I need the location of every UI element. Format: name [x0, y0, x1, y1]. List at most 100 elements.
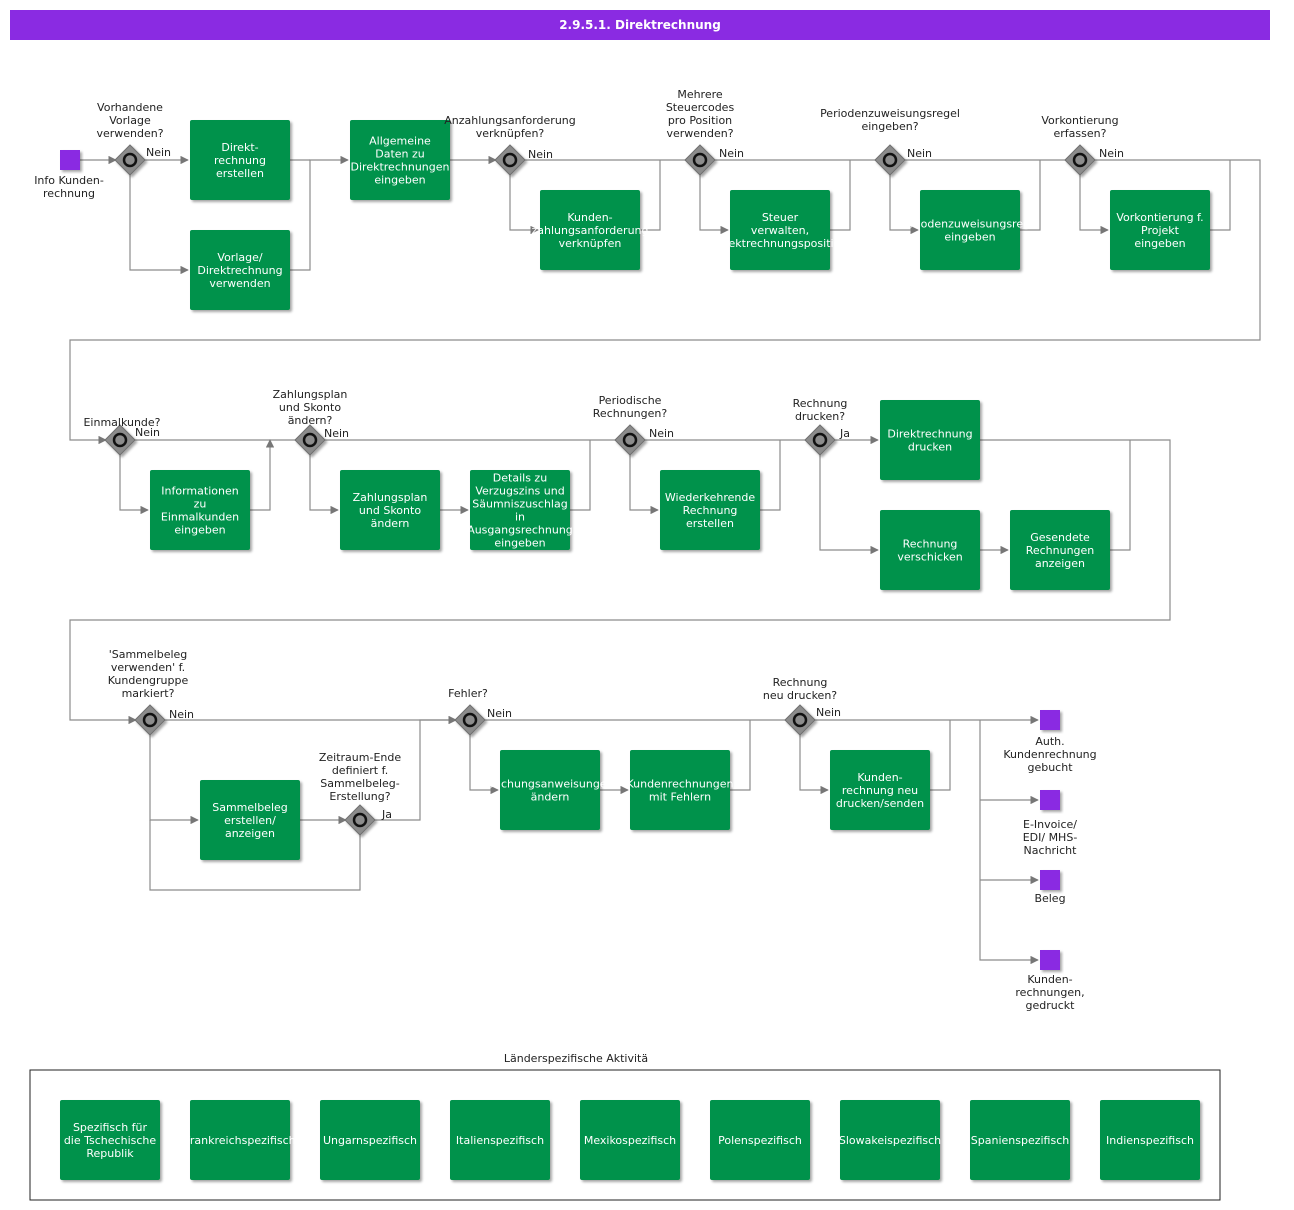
gateway-diamond-g2[interactable] [494, 144, 526, 176]
connector-line [149, 734, 199, 825]
gateway-diamond-g4[interactable] [874, 144, 906, 176]
event-end1[interactable] [1040, 710, 1060, 730]
gateway-answer-g3: Nein [719, 147, 744, 160]
event-end3[interactable] [1040, 870, 1060, 890]
task-box-t18[interactable] [830, 750, 930, 830]
connector-line [889, 174, 919, 235]
connector-line [799, 734, 829, 795]
gateway-diamond-g8[interactable] [614, 424, 646, 456]
gateway-answer-g11: Ja [381, 808, 392, 821]
gateway-diamond-g7[interactable] [294, 424, 326, 456]
gateway-diamond-g6[interactable] [104, 424, 136, 456]
task-box-t14[interactable] [1010, 510, 1110, 590]
event-end2[interactable] [1040, 790, 1060, 810]
gateway-answer-g9: Ja [839, 427, 850, 440]
gateway-diamond-g9[interactable] [804, 424, 836, 456]
connector-line [149, 820, 361, 891]
connector-line [1210, 160, 1231, 231]
country-task-8[interactable] [1100, 1100, 1200, 1180]
gateway-question-g6: Einmalkunde? [83, 416, 160, 429]
task-box-t1[interactable] [190, 120, 290, 200]
gateway-diamond-g3[interactable] [684, 144, 716, 176]
event-label-end2: E-Invoice/EDI/ MHS-Nachricht [1023, 818, 1078, 857]
connector-line [570, 440, 591, 511]
country-task-label-4: Mexikospezifisch [584, 1134, 676, 1147]
country-task-5[interactable] [710, 1100, 810, 1180]
gateway-diamond-g11[interactable] [344, 804, 376, 836]
country-task-label-2: Ungarnspezifisch [323, 1134, 417, 1147]
country-task-6[interactable] [840, 1100, 940, 1180]
connector-line [1079, 174, 1109, 235]
country-box-title: Länderspezifische Aktivitä [504, 1052, 648, 1065]
gateway-question-g12: Fehler? [448, 687, 488, 700]
gateway-circle-icon [882, 152, 898, 168]
gateway-circle-icon [122, 152, 138, 168]
diagram-title: 2.9.5.1. Direktrechnung [10, 10, 1270, 40]
gateway-answer-g10: Nein [169, 708, 194, 721]
task-box-t3[interactable] [350, 120, 450, 200]
task-box-t16[interactable] [500, 750, 600, 830]
country-task-label-7: Spanienspezifisch [971, 1134, 1069, 1147]
task-box-t2[interactable] [190, 230, 290, 310]
task-box-t15[interactable] [200, 780, 300, 860]
gateway-answer-g13: Nein [816, 706, 841, 719]
gateway-answer-g6: Nein [135, 426, 160, 439]
task-box-t5[interactable] [730, 190, 830, 270]
country-task-label-6: Slowakeispezifisch [839, 1134, 941, 1147]
gateway-diamond-g10[interactable] [134, 704, 166, 736]
event-end4[interactable] [1040, 950, 1060, 970]
gateway-diamond-g12[interactable] [454, 704, 486, 736]
country-task-2[interactable] [320, 1100, 420, 1180]
event-start[interactable] [60, 150, 80, 170]
gateway-answer-g2: Nein [528, 148, 553, 161]
country-task-7[interactable] [970, 1100, 1070, 1180]
connector-line [250, 439, 275, 511]
country-task-label-3: Italienspezifisch [456, 1134, 544, 1147]
task-box-t12[interactable] [880, 400, 980, 480]
connector-line [309, 454, 339, 515]
task-box-t9[interactable] [340, 470, 440, 550]
task-box-t17[interactable] [630, 750, 730, 830]
gateway-circle-icon [502, 152, 518, 168]
country-task-label-5: Polenspezifisch [718, 1134, 802, 1147]
task-box-t10[interactable] [470, 470, 570, 550]
country-task-3[interactable] [450, 1100, 550, 1180]
connector-line [930, 720, 951, 791]
gateway-diamond-g13[interactable] [784, 704, 816, 736]
task-box-t13[interactable] [880, 510, 980, 590]
connector-line [640, 160, 661, 231]
event-label-end4: Kunden-rechnungen,gedruckt [1015, 973, 1084, 1012]
task-box-t4[interactable] [540, 190, 640, 270]
gateway-circle-icon [812, 432, 828, 448]
gateway-circle-icon [462, 712, 478, 728]
country-task-4[interactable] [580, 1100, 680, 1180]
task-box-t8[interactable] [150, 470, 250, 550]
gateway-circle-icon [1072, 152, 1088, 168]
task-box-t6[interactable] [920, 190, 1020, 270]
event-label-start: Info Kunden-rechnung [34, 174, 104, 200]
task-box-t11[interactable] [660, 470, 760, 550]
task-box-t7[interactable] [1110, 190, 1210, 270]
country-task-1[interactable] [190, 1100, 290, 1180]
gateway-diamond-g1[interactable] [114, 144, 146, 176]
connectors [69, 155, 1261, 965]
gateway-diamond-g5[interactable] [1064, 144, 1096, 176]
country-task-0[interactable] [60, 1100, 160, 1180]
